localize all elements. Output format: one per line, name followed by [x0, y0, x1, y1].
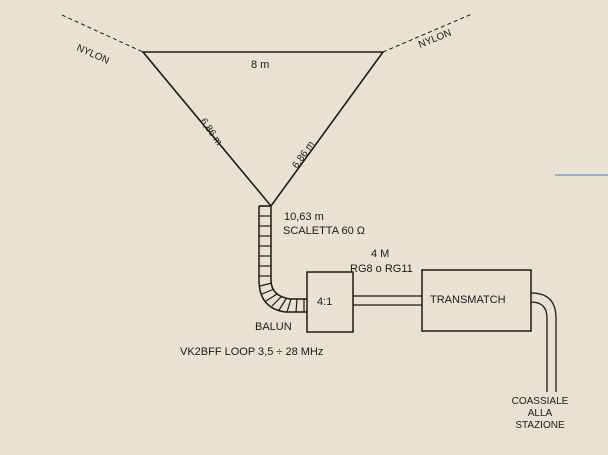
- nylon-line-left: [61, 14, 144, 53]
- transmatch-label: TRANSMATCH: [430, 294, 506, 306]
- station-label-line2: ALLA: [528, 408, 553, 419]
- coax-cable: [353, 295, 422, 306]
- ladder-type-label: SCALETTA 60 Ω: [283, 225, 365, 237]
- station-label-line1: COASSIALE: [512, 396, 569, 407]
- balun-box: [306, 271, 354, 333]
- balun-label: BALUN: [255, 321, 292, 333]
- ladder-line: [258, 206, 307, 313]
- triangle-loop: [141, 51, 385, 208]
- station-coax: [530, 292, 557, 392]
- transmatch-box: [421, 269, 532, 332]
- ladder-length-label: 10,63 m: [284, 211, 324, 223]
- top-side-label: 8 m: [251, 59, 269, 71]
- coax-length-label: 4 M: [371, 248, 389, 260]
- station-label-line3: STAZIONE: [515, 420, 565, 431]
- antenna-title: VK2BFF LOOP 3,5 ÷ 28 MHz: [180, 346, 323, 358]
- nylon-line-right: [382, 13, 473, 53]
- coax-type-label: RG8 o RG11: [350, 263, 413, 275]
- balun-ratio-label: 4:1: [317, 296, 332, 308]
